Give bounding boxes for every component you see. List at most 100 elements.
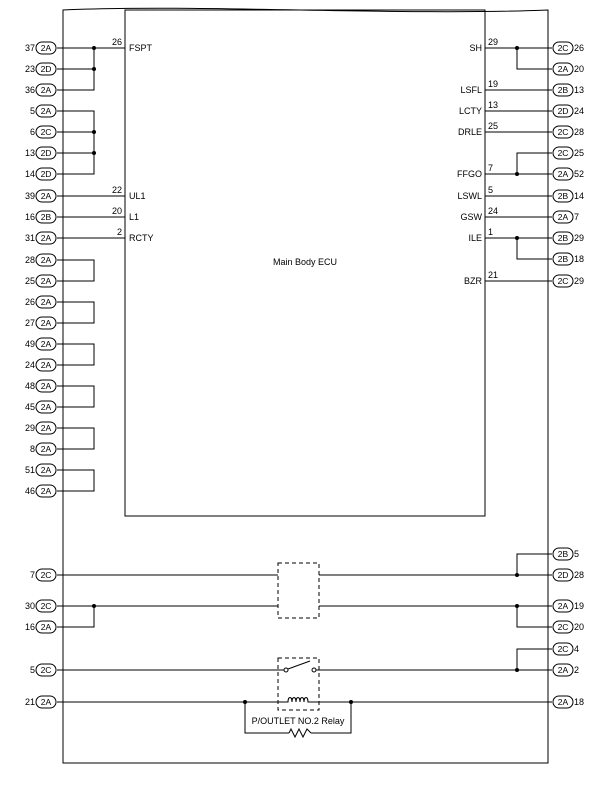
connector-terminal: 28 2A xyxy=(25,253,57,267)
ecu-pin-number: 24 xyxy=(488,206,498,216)
connector-oval xyxy=(552,274,574,288)
connector-id: 2B xyxy=(558,233,569,243)
terminal-number: 31 xyxy=(25,233,35,243)
connector-id: 2A xyxy=(41,402,52,412)
terminal-number: 29 xyxy=(574,276,584,286)
connector-id: 2A xyxy=(558,665,569,675)
connector-oval xyxy=(35,253,57,267)
connector-id: 2C xyxy=(558,148,569,158)
terminal-number: 29 xyxy=(574,233,584,243)
connector-id: 2D xyxy=(41,169,52,179)
terminal-number: 5 xyxy=(574,549,579,559)
connector-id: 2D xyxy=(41,148,52,158)
connector-id: 2C xyxy=(558,622,569,632)
connector-oval xyxy=(35,167,57,181)
connector-oval xyxy=(552,568,574,582)
terminal-number: 4 xyxy=(574,644,579,654)
connector-id: 2A xyxy=(41,297,52,307)
terminal-number: 14 xyxy=(574,191,584,201)
connector-id: 2A xyxy=(41,444,52,454)
connector-id: 2A xyxy=(558,64,569,74)
connector-oval xyxy=(35,62,57,76)
terminal-number: 48 xyxy=(25,381,35,391)
connector-oval xyxy=(552,231,574,245)
connector-id: 2A xyxy=(41,106,52,116)
terminal-number: 13 xyxy=(574,85,584,95)
connector-terminal: 48 2A xyxy=(25,379,57,393)
connector-id: 2A xyxy=(558,212,569,222)
ecu-pin-signal: UL1 xyxy=(129,191,146,201)
connector-oval xyxy=(35,421,57,435)
connector-id: 2A xyxy=(41,486,52,496)
terminal-number: 28 xyxy=(574,127,584,137)
connector-oval xyxy=(552,146,574,160)
connector-id: 2A xyxy=(41,339,52,349)
connector-id: 2C xyxy=(558,127,569,137)
ecu-pin-number: 5 xyxy=(488,185,493,195)
connector-id: 2A xyxy=(41,318,52,328)
ecu-left-pins: 26 FSPT 22 UL1 20 L1 2 RCTY xyxy=(112,37,154,243)
relay-switch xyxy=(283,660,317,673)
connector-oval xyxy=(35,316,57,330)
connector-id: 2B xyxy=(558,254,569,264)
connector-id: 2B xyxy=(558,85,569,95)
terminal-number: 28 xyxy=(25,255,35,265)
ecu-pin-number: 21 xyxy=(488,270,498,280)
ecu-pin-signal: FSPT xyxy=(129,43,153,53)
connector-oval xyxy=(35,83,57,97)
connector-oval xyxy=(35,663,57,677)
resistor-symbol xyxy=(288,727,312,739)
terminal-number: 6 xyxy=(30,127,35,137)
connector-oval xyxy=(35,231,57,245)
terminal-number: 13 xyxy=(25,148,35,158)
connector-terminal: 13 2B xyxy=(552,83,584,97)
relay-label: P/OUTLET NO.2 Relay xyxy=(252,716,345,726)
connector-id: 2C xyxy=(41,601,52,611)
connector-id: 2A xyxy=(41,622,52,632)
connector-terminal: 13 2D xyxy=(25,146,57,160)
ecu-pin-number: 26 xyxy=(112,37,122,47)
connector-terminal: 52B xyxy=(552,547,579,561)
connector-oval xyxy=(35,568,57,582)
ecu-pin-signal: LCTY xyxy=(459,106,482,116)
connector-oval xyxy=(552,695,574,709)
connector-oval xyxy=(552,41,574,55)
connector-id: 2A xyxy=(41,381,52,391)
connector-oval xyxy=(552,210,574,224)
connector-terminal: 29 2B xyxy=(552,231,584,245)
connector-id: 2A xyxy=(41,423,52,433)
connector-oval xyxy=(35,104,57,118)
terminal-number: 5 xyxy=(30,665,35,675)
connector-oval xyxy=(552,599,574,613)
connector-id: 2A xyxy=(41,697,52,707)
ecu-box xyxy=(124,9,486,517)
junction-dots xyxy=(92,46,519,704)
connector-id: 2A xyxy=(41,255,52,265)
terminal-number: 51 xyxy=(25,465,35,475)
connector-id: 2C xyxy=(558,644,569,654)
connector-id: 2C xyxy=(41,665,52,675)
terminal-number: 28 xyxy=(574,570,584,580)
connector-oval xyxy=(552,547,574,561)
connector-oval xyxy=(35,125,57,139)
